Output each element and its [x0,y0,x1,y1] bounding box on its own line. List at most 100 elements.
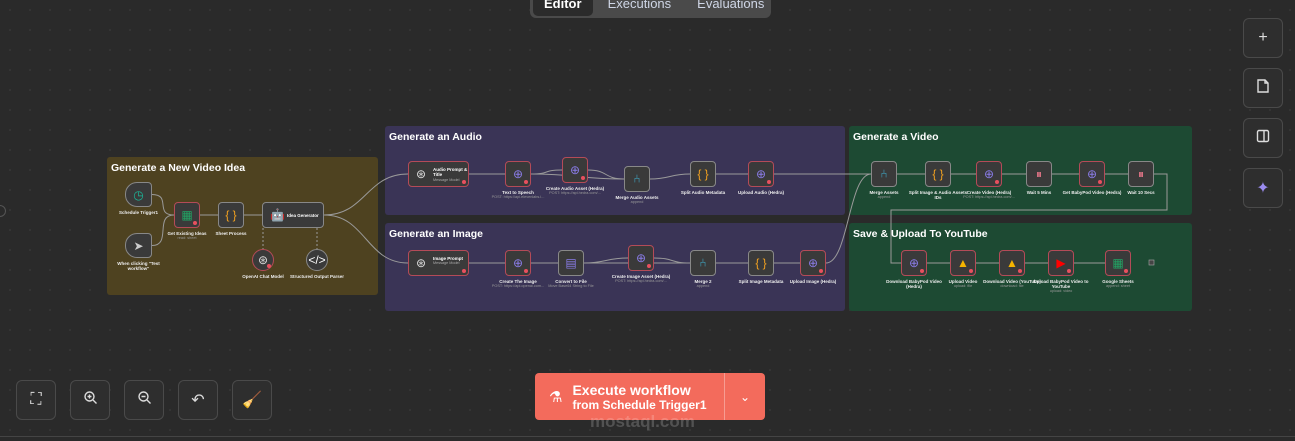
node-sub: Move Base64 String to File [548,284,594,289]
node-caption: Wait 10 Secs [1111,190,1171,195]
node-caption: Upload Audio (Hedra) [731,190,791,195]
node-label: Wait 5 Mins [1026,190,1052,195]
node-split-audio-metadata[interactable]: { } [690,161,716,187]
node-sub: Message Model [433,261,460,266]
add-node-button[interactable]: + [1243,18,1283,58]
node-caption: Download Video (YouTube)download: file [982,279,1042,289]
fit-view-button[interactable]: ⛶ [16,380,56,420]
node-openai-chat-model[interactable]: ⊛ [252,249,274,271]
tab-executions[interactable]: Executions [607,0,672,11]
zoom-in-button[interactable] [70,380,110,420]
node-get-babypod[interactable]: ⊕ [1079,161,1105,187]
warning-icon [462,180,466,184]
node-sub: append [696,284,710,289]
node-upload-youtube[interactable]: ▶ [1048,250,1074,276]
node-label: Structured Output Parser [289,274,344,279]
note-icon [1256,78,1270,98]
node-caption: Sheet Process [201,231,261,236]
node-sub: POST: https://api.elevenlabs.i... [491,195,545,200]
merge-icon: ⑃ [633,172,641,186]
merge-icon: ⑃ [699,256,707,270]
node-label: Upload Video [948,279,978,284]
tab-editor[interactable]: Editor [533,0,593,16]
google-drive-icon: ▲ [1006,256,1018,270]
node-label: Split Image & Audio Assets IDs [908,190,968,201]
node-label: Get BabyPod Video (Hedra) [1062,190,1122,195]
execute-options-dropdown[interactable]: ⌄ [725,373,765,420]
node-sheet-process[interactable]: { } [218,202,244,228]
node-text-to-speech[interactable]: ⊕ [505,161,531,187]
canvas-edge-handle[interactable] [0,205,6,217]
section-title: Generate a New Video Idea [111,162,246,174]
globe-icon: ⊕ [569,163,581,177]
node-split-image-metadata[interactable]: { } [748,250,774,276]
node-sub: append: sheet [1105,284,1131,289]
google-drive-icon: ▲ [957,256,969,270]
node-get-existing-ideas[interactable]: ▦ [174,202,200,228]
undo-button[interactable]: ↶ [178,380,218,420]
node-download-babypod[interactable]: ⊕ [901,250,927,276]
section-title: Generate a Video [853,131,939,143]
node-create-audio-asset[interactable]: ⊕ [562,157,588,183]
warning-icon [920,269,924,273]
code-icon: { } [697,167,709,181]
sticky-note-button[interactable] [1243,68,1283,108]
zoom-out-button[interactable] [124,380,164,420]
code-brackets-icon: </> [308,253,326,267]
node-inline-label: Idea Generator [287,213,319,218]
node-merge-2[interactable]: ⑃ [690,250,716,276]
chevron-down-icon: ⌄ [739,389,751,404]
tidy-up-button[interactable]: 🧹 [232,380,272,420]
node-label: Upload BabyPod Video to YouTube [1033,279,1089,290]
toggle-panel-button[interactable] [1243,118,1283,158]
node-caption: Split Audio Metadata [673,190,733,195]
tab-evaluations[interactable]: Evaluations [697,0,765,11]
node-sub: POST: https://api.hedra.com/... [963,195,1015,200]
robot-icon: 🤖 [270,208,285,222]
node-caption: Structured Output Parser [287,274,347,279]
node-label: Upload Audio (Hedra) [737,190,785,195]
warning-icon [524,269,528,273]
openai-icon: ⊛ [416,256,427,270]
node-wait-10[interactable]: ⏸ [1128,161,1154,187]
node-label: Split Image Metadata [738,279,784,284]
node-manual-trigger[interactable]: ➤ [125,233,152,258]
node-create-image-asset[interactable]: ⊕ [628,245,654,271]
warning-icon [581,176,585,180]
cursor-icon: ➤ [133,238,144,253]
node-idea-generator[interactable]: 🤖Idea Generator [262,202,324,228]
node-label: When clicking "Test workflow" [117,261,160,272]
node-label: Merge Assets [869,190,899,195]
node-schedule-trigger[interactable]: ◷ [125,182,152,207]
openai-icon: ⊛ [257,253,269,267]
node-upload-image[interactable]: ⊕ [800,250,826,276]
node-upload-audio[interactable]: ⊕ [748,161,774,187]
node-label: OpenAI Chat Model [242,274,284,279]
node-sub: Message Model [433,177,460,182]
node-merge-audio-assets[interactable]: ⑃ [624,166,650,192]
node-download-video[interactable]: ▲ [999,250,1025,276]
node-create-the-image[interactable]: ⊕ [505,250,531,276]
node-google-sheets[interactable]: ▦ [1105,250,1131,276]
node-merge-assets[interactable]: ⑃ [871,161,897,187]
node-upload-video[interactable]: ▲ [950,250,976,276]
code-icon: { } [225,208,237,222]
ai-assistant-button[interactable]: ✦ [1243,168,1283,208]
node-structured-output-parser[interactable]: </> [306,249,328,271]
node-convert-to-file[interactable]: ▤ [558,250,584,276]
node-split-ids[interactable]: { } [925,161,951,187]
node-wait-5[interactable]: ⏸ [1026,161,1052,187]
node-sub: upload: file [953,284,973,289]
node-label: Convert to File [555,279,587,284]
node-create-video[interactable]: ⊕ [976,161,1002,187]
